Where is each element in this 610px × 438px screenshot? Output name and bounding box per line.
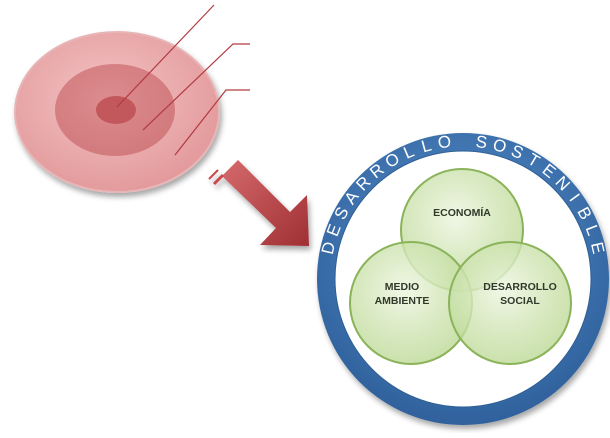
label-social: SOCIAL [500,295,540,307]
venn-circle-desarrollo-social [448,241,572,365]
arrow-stripe-1 [212,173,225,186]
label-medio: MEDIO [385,281,419,293]
ring-letter: S [475,132,489,152]
arrow-body [222,160,309,246]
callout-lines [116,4,250,156]
callout-line-center [116,4,215,108]
label-economia: ECONOMÍA [433,206,491,219]
target-center [96,96,136,124]
arrow-stripe-2 [208,169,219,180]
venn-diagram: ECONOMÍA MEDIO AMBIENTE DESARROLLO SOCIA… [349,168,572,365]
red-arrow [208,160,309,246]
label-desarrollo: DESARROLLO [483,281,557,293]
callout-line-middle [142,43,250,131]
label-ambiente: AMBIENTE [375,295,430,307]
ring-letter: D [318,240,339,256]
ring-letter: E [587,240,608,255]
ring-letter: O [491,135,509,157]
callout-line-outer [174,89,250,156]
ring-letter: O [437,132,453,153]
target-disc [14,31,220,193]
